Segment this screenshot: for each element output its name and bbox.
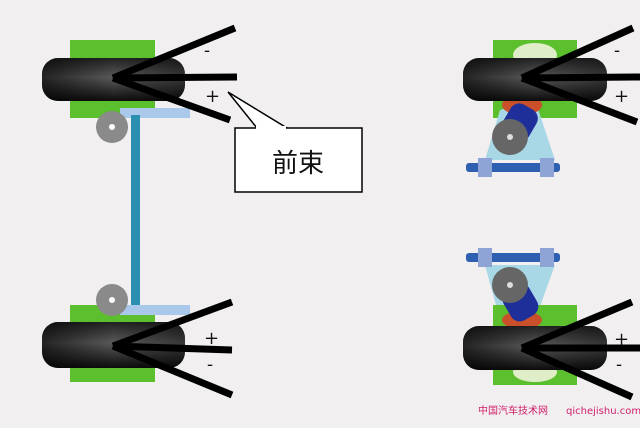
steering-arm: [120, 305, 190, 315]
watermark-cn: 中国汽车技术网: [478, 404, 548, 417]
plus-sign: +: [614, 86, 629, 107]
plus-sign: +: [614, 329, 629, 350]
watermark-url: qichejishu.com: [566, 406, 640, 417]
plus-sign: +: [205, 86, 220, 107]
toe-lines: [520, 24, 640, 126]
left-rear-wheel-assembly: + -: [42, 284, 234, 399]
left-front-wheel-assembly: - +: [42, 24, 238, 307]
callout: 前束: [227, 91, 363, 193]
toe-lines: [520, 298, 640, 401]
toe-lines: [111, 298, 234, 399]
right-front-wheel-assembly: - +: [463, 24, 640, 177]
minus-sign: -: [207, 354, 213, 375]
steering-arm: [120, 108, 190, 118]
plus-sign: +: [204, 328, 219, 349]
tie-rod: [131, 115, 140, 307]
callout-label: 前束: [272, 149, 324, 179]
right-rear-wheel-assembly: + -: [463, 248, 640, 401]
minus-sign: -: [616, 354, 622, 375]
minus-sign: -: [204, 40, 210, 61]
minus-sign: -: [614, 40, 620, 61]
toe-lines: [111, 24, 238, 124]
